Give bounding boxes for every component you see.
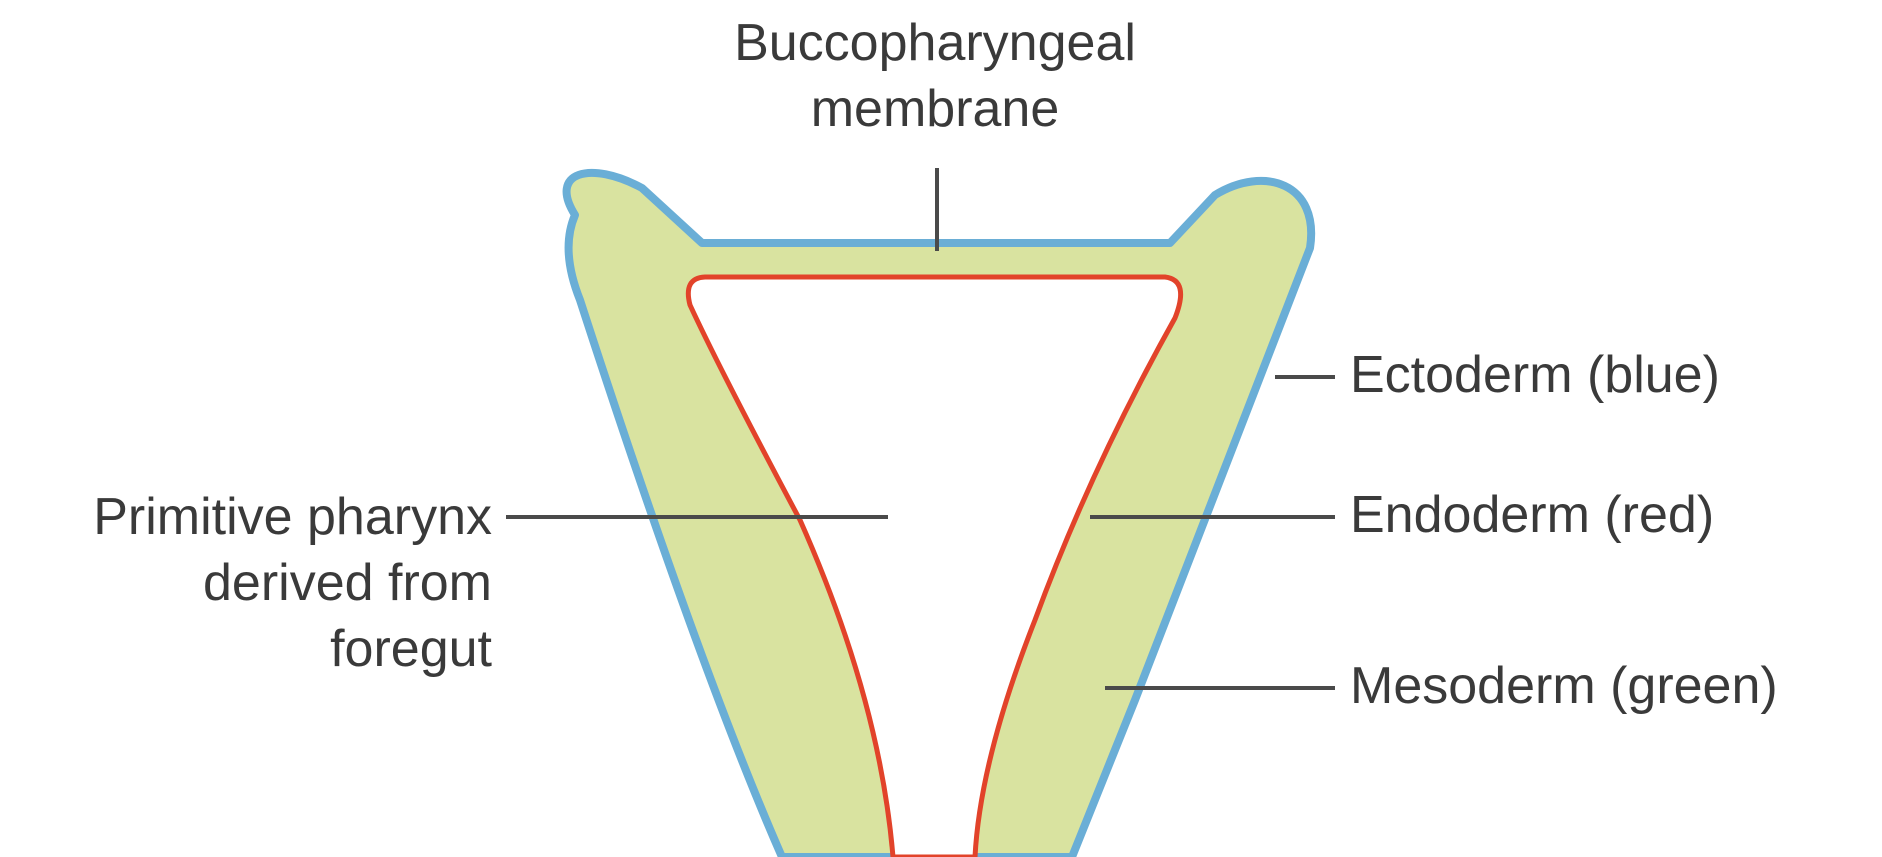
buccopharyngeal-membrane-label: Buccopharyngeal membrane (630, 10, 1240, 142)
ectoderm-label: Ectoderm (blue) (1350, 342, 1720, 408)
primitive-pharynx-label-line-2: derived from (0, 550, 492, 616)
primitive-pharynx-label-line-1: Primitive pharynx (0, 484, 492, 550)
primitive-pharynx-label-line-3: foregut (0, 616, 492, 682)
buccopharyngeal-label-line-2: membrane (630, 76, 1240, 142)
primitive-pharynx-label: Primitive pharynx derived from foregut (0, 484, 492, 682)
endoderm-label: Endoderm (red) (1350, 482, 1714, 548)
buccopharyngeal-label-line-1: Buccopharyngeal (630, 10, 1240, 76)
mesoderm-label: Mesoderm (green) (1350, 653, 1778, 719)
